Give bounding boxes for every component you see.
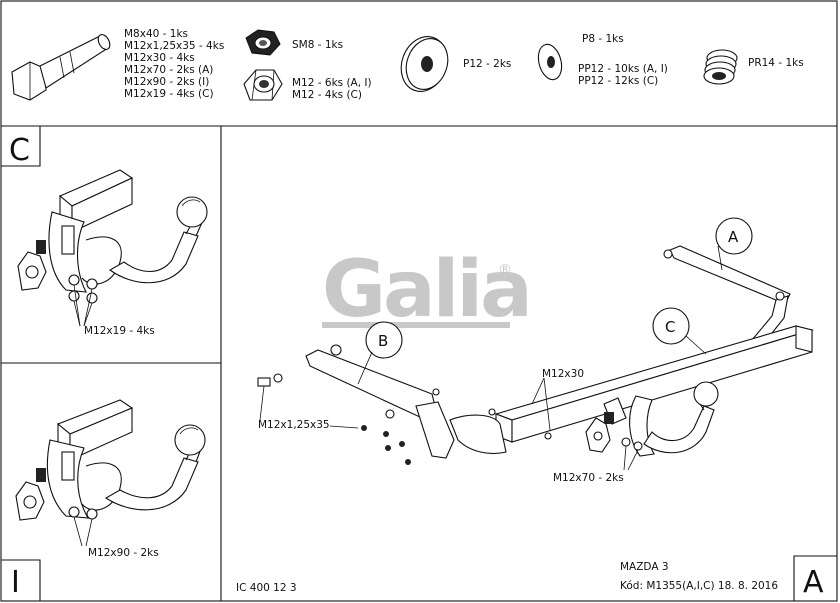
- nut-m12-icon: [243, 69, 283, 101]
- label-c: C: [665, 318, 675, 336]
- callout-m12x125x35: M12x1,25x35: [258, 419, 330, 431]
- callout-m12x30: M12x30: [542, 368, 584, 380]
- washer-pp12-icon: [537, 43, 563, 81]
- logo-text: Galia: [322, 245, 530, 335]
- main-ball-hitch: [585, 381, 719, 471]
- bracket-b: [305, 344, 455, 465]
- footer-kod: Kód: M1355(A,I,C) 18. 8. 2016: [620, 580, 778, 592]
- panel-c-letter: C: [9, 133, 30, 168]
- washer-p12-icon: [400, 36, 449, 92]
- a-letter-box: [793, 555, 837, 601]
- panel-c-callout: M12x19 - 4ks: [84, 325, 155, 337]
- c-letter-box: [1, 126, 41, 167]
- footer-model: MAZDA 3: [620, 561, 669, 573]
- m12x30-leader-2: [543, 377, 551, 431]
- bolt-line-2: M12x30 - 4ks: [124, 52, 195, 64]
- washer-p12-label: P12 - 2ks: [463, 58, 511, 70]
- washer-p8-label: P8 - 1ks: [582, 33, 624, 45]
- bolt-line-3: M12x70 - 2ks (A): [124, 64, 213, 76]
- bolt-line-0: M8x40 - 1ks: [124, 28, 188, 40]
- bolt-line-1: M12x1,25x35 - 4ks: [124, 40, 224, 52]
- bracket-b-fasteners: [257, 373, 367, 431]
- nut-m12-line-1: M12 - 4ks (C): [292, 89, 362, 101]
- panel-i-letter: I: [11, 565, 20, 600]
- callout-m12x70: M12x70 - 2ks: [553, 472, 624, 484]
- bolt-line-4: M12x90 - 2ks (I): [124, 76, 209, 88]
- nut-sm8-icon: [245, 29, 281, 56]
- panel-c-towbar-drawing: [17, 169, 208, 327]
- label-b-leader: [357, 351, 373, 385]
- label-b-circle: [365, 321, 403, 359]
- corner-letter-a: A: [803, 565, 824, 600]
- i-letter-box: [1, 559, 41, 601]
- washer-pp12-line-0: PP12 - 10ks (A, I): [578, 63, 668, 75]
- bolt-line-5: M12x19 - 4ks (C): [124, 88, 214, 100]
- crossbar-c: [449, 325, 815, 455]
- spring-washer-icon: [703, 49, 738, 85]
- bolt-icon: [11, 34, 111, 101]
- label-a-circle: [715, 217, 753, 255]
- footer-code: IC 400 12 3: [236, 582, 297, 594]
- logo-underline: [322, 322, 510, 328]
- nut-sm8-label: SM8 - 1ks: [292, 39, 343, 51]
- washer-pp12-line-1: PP12 - 12ks (C): [578, 75, 658, 87]
- m12x125x35-leader: [329, 425, 359, 429]
- label-a-leader: [717, 245, 723, 271]
- panel-i-towbar-drawing: [15, 399, 206, 547]
- logo-registered-mark: ®: [498, 262, 512, 278]
- label-a: A: [728, 228, 739, 246]
- panel-i-callout: M12x90 - 2ks: [88, 547, 159, 559]
- galia-logo: Galia ®: [322, 245, 533, 335]
- label-c-leader: [685, 335, 707, 355]
- label-c-circle: [652, 307, 690, 345]
- m12x30-leader: [531, 377, 545, 405]
- label-b: B: [378, 332, 388, 350]
- spring-pr14-label: PR14 - 1ks: [748, 57, 804, 69]
- nut-m12-line-0: M12 - 6ks (A, I): [292, 77, 372, 89]
